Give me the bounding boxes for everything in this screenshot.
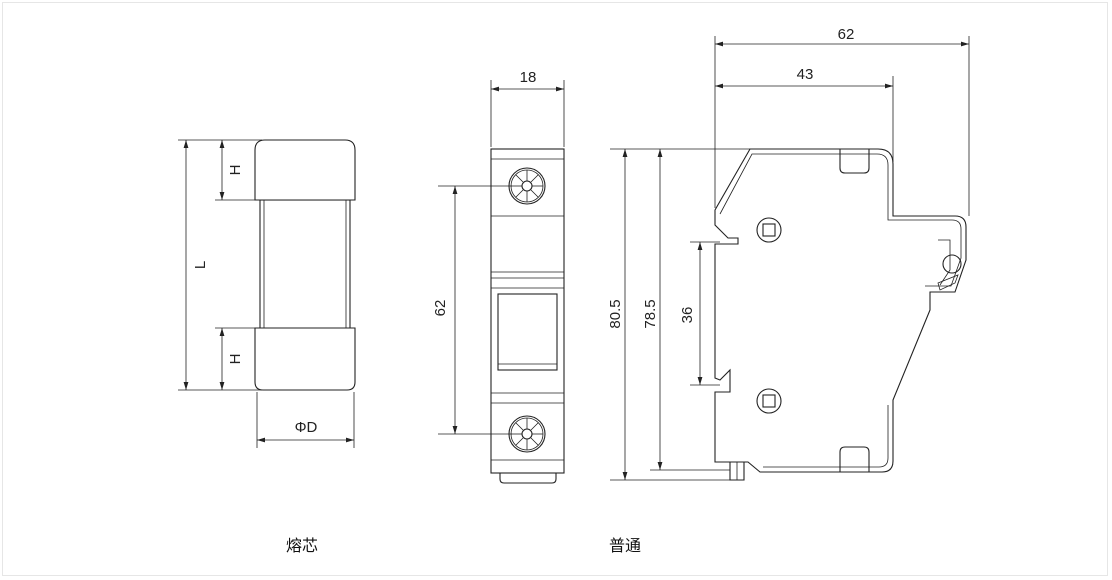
top-notch: [839, 149, 870, 174]
top-terminal-screw: [508, 167, 546, 205]
cap-height-bottom-label: H: [227, 354, 244, 365]
cap-height-top-label: H: [227, 165, 244, 176]
fuse-bottom-cap: [254, 327, 356, 391]
body-depth-label: 43: [797, 66, 814, 83]
holder-side-view: 62 43 80.5 78.5 36: [607, 26, 970, 481]
width-label: 18: [520, 69, 537, 86]
diameter-label: ΦD: [295, 419, 318, 436]
bottom-clip: [499, 473, 557, 484]
normal-type-caption: 普通: [609, 536, 641, 555]
terminal-pitch-label: 62: [432, 300, 449, 317]
fuse-core-view: L H H ΦD: [178, 139, 356, 448]
rail-label: 36: [679, 307, 696, 324]
fuse-body: [259, 199, 351, 331]
release-catch: [942, 254, 962, 274]
total-depth-label: 62: [838, 26, 855, 43]
bottom-terminal-screw: [508, 415, 546, 453]
fuse-top-cap: [254, 139, 356, 201]
fuse-window: [497, 293, 558, 371]
fuse-core-caption: 熔芯: [286, 536, 318, 555]
fuse-length-label: L: [192, 261, 209, 269]
bottom-notch: [839, 446, 870, 472]
holder-front-view: 18 62: [432, 69, 565, 484]
upper-rivet: [756, 217, 782, 243]
total-height-label: 80.5: [607, 299, 624, 328]
body-height-label: 78.5: [642, 299, 659, 328]
holder-front-body: [490, 148, 565, 474]
lower-rivet: [756, 388, 782, 414]
holder-side-outline: [714, 148, 967, 473]
